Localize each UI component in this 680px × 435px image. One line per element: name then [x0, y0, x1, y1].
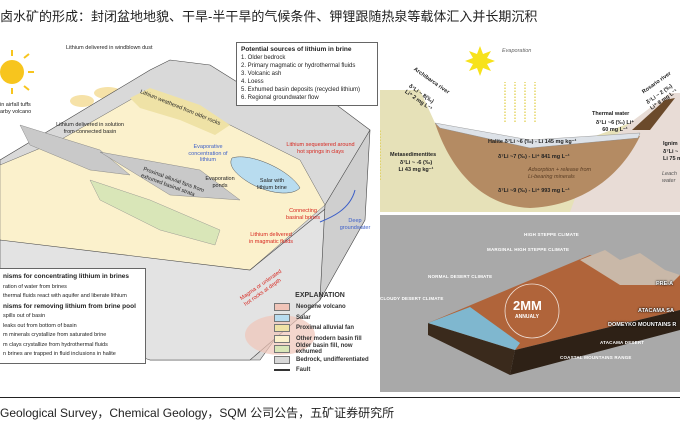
- legend-swatch: [274, 345, 290, 354]
- climate-label: NORMAL DESERT CLIMATE: [428, 274, 493, 279]
- concentrating-title: nisms for concentrating lithium in brine…: [3, 273, 130, 280]
- source-item: 5. Exhumed basin deposits (recycled lith…: [241, 87, 361, 93]
- label-deep-groundwater: Deep groundwater: [339, 218, 371, 231]
- legend-label: Other modern basin fill: [296, 335, 362, 342]
- brine-lower-values: δ⁷Li ~9 (‰) - Li⁺ 993 mg L⁻¹: [498, 188, 570, 194]
- isotope-cross-section: Evaporation Archibarca river δ⁷Li ~ 8(‰)…: [380, 38, 680, 212]
- sun-icon: [465, 46, 495, 76]
- climate-label: COASTAL MOUNTAINS RANGE: [560, 355, 632, 360]
- meta-values: δ⁷Li ~ -6 (‰) Li 43 mg kg⁻¹: [398, 160, 434, 173]
- divider: [0, 397, 680, 398]
- mechanisms-box: nisms for concentrating lithium in brine…: [0, 268, 146, 364]
- source-item: 6. Regional groundwater flow: [241, 95, 319, 101]
- label-magmatic: Lithium delivered in magmatic fluids: [248, 232, 294, 245]
- legend-swatch: [274, 369, 290, 372]
- legend-item: Fault: [262, 365, 378, 376]
- source-item: 2. Primary magmatic or hydrothermal flui…: [241, 63, 356, 69]
- label-evaporative: Evaporative concentration of lithium: [188, 144, 228, 163]
- figure-title: 卤水矿的形成：封闭盆地地貌、干旱-半干旱的气候条件、钾锂跟随热泉等载体汇入并长期…: [0, 9, 538, 24]
- legend-label: Fault: [296, 367, 311, 374]
- legend-label: Older basin fill, now exhumed: [295, 343, 353, 356]
- label-thermal: Thermal water: [592, 111, 630, 117]
- mechanism-item: m minerals crystallize from saturated br…: [3, 332, 107, 338]
- label-evaporation: Evaporation: [502, 48, 532, 54]
- legend-item: Neogene volcano: [262, 302, 378, 313]
- cross-section-illustration: [380, 46, 680, 212]
- legend-swatch: [274, 355, 290, 364]
- legend-title: EXPLANATION: [295, 292, 345, 299]
- legend-label: Bedrock, undifferentiated: [296, 356, 369, 363]
- legend-swatch: [274, 324, 290, 333]
- sources-box: Potential sources of lithium in brine 1.…: [236, 42, 378, 106]
- mechanism-item: leaks out from bottom of basin: [3, 322, 77, 329]
- climate-label: MARGINAL HIGH STEPPE CLIMATE: [487, 247, 570, 252]
- legend-item: Salar: [262, 313, 378, 324]
- label-salar: Salar with lithium brine: [257, 178, 287, 191]
- legend-label: Neogene volcano: [296, 304, 346, 311]
- legend-item: Other modern basin fill: [262, 334, 378, 345]
- legend-item: Bedrock, undifferentiated: [262, 355, 378, 366]
- legend-item: Older basin fill, now exhumed: [262, 343, 378, 356]
- label-windblown: Lithium delivered in windblown dust: [66, 45, 153, 51]
- terrain-illustration: [428, 250, 680, 375]
- source-note: Geological Survey，Chemical Geology，SQM 公…: [0, 406, 395, 420]
- legend-label: Proximal alluvial fan: [296, 325, 355, 332]
- label-halite: Halite δ⁷Li ~6 (‰) - Li 145 mg kg⁻¹: [488, 139, 577, 145]
- label-ignimbrite: Ignim: [663, 141, 678, 147]
- center-unit: ANNUALY: [515, 314, 539, 320]
- label-convecting: Connecting basinal brines: [286, 208, 320, 221]
- legend-swatch: [274, 303, 290, 312]
- label-airfall: in airfall tuffs arby volcano: [0, 102, 32, 115]
- legend-item: Proximal alluvial fan: [262, 323, 378, 334]
- brine-upper-values: δ⁷Li ~7 (‰) - Li⁺ 841 mg L⁻¹: [498, 154, 570, 160]
- label-metasedimentites: Metasedimentites: [390, 152, 437, 158]
- climate-label: DOMEYKO MOUNTAINS R: [608, 322, 677, 328]
- label-adsorption: Adsorption + release from Li-bearing min…: [528, 167, 592, 180]
- legend-swatch: [274, 334, 290, 343]
- thermal-values: δ⁷Li ~6 (‰) Li⁺ 60 mg L⁻¹: [595, 120, 635, 133]
- source-item: 1. Older bedrock: [241, 55, 286, 61]
- legend-swatch: [274, 313, 290, 322]
- source-item: 3. Volcanic ash: [241, 71, 282, 77]
- center-value: 2MM: [513, 298, 542, 313]
- climate-label: CLOUDY DESERT CLIMATE: [380, 296, 444, 301]
- mechanism-item: thermal fluids react with aquifer and li…: [3, 293, 127, 299]
- climate-label: ATACAMA SA: [638, 308, 674, 314]
- source-item: 4. Loess: [241, 79, 264, 85]
- ignim-values: δ⁷Li ~ Li 75 m: [663, 149, 680, 162]
- salar-block-diagram: Lithium delivered in windblown dust in a…: [0, 30, 378, 396]
- sources-title: Potential sources of lithium in brine: [241, 46, 352, 53]
- mechanism-item: spills out of basin: [3, 313, 46, 319]
- atacama-climate-render: 2MM ANNUALY HIGH STEPPE CLIMATE MARGINAL…: [380, 215, 680, 392]
- climate-label: ATACAMA DESERT: [600, 340, 645, 345]
- label-leach: Leach water: [662, 171, 677, 184]
- climate-label: PRE-A: [656, 281, 674, 287]
- legend-label: Salar: [296, 314, 311, 321]
- label-solution: Lithium delivered in solution from conne…: [56, 122, 124, 135]
- mechanism-item: n brines are trapped in fluid inclusions…: [3, 351, 116, 357]
- removing-title: nisms for removing lithium from brine po…: [3, 302, 136, 310]
- climate-label: HIGH STEPPE CLIMATE: [524, 232, 579, 237]
- label-ponds: Evaporation ponds: [205, 176, 235, 189]
- mechanism-item: ration of water from brines: [3, 283, 67, 290]
- sun-icon: [0, 60, 24, 84]
- mechanism-item: m clays crystallize from hydrothermal fl…: [3, 341, 108, 348]
- label-sequestered: Lithium sequestered around hot springs i…: [286, 142, 355, 155]
